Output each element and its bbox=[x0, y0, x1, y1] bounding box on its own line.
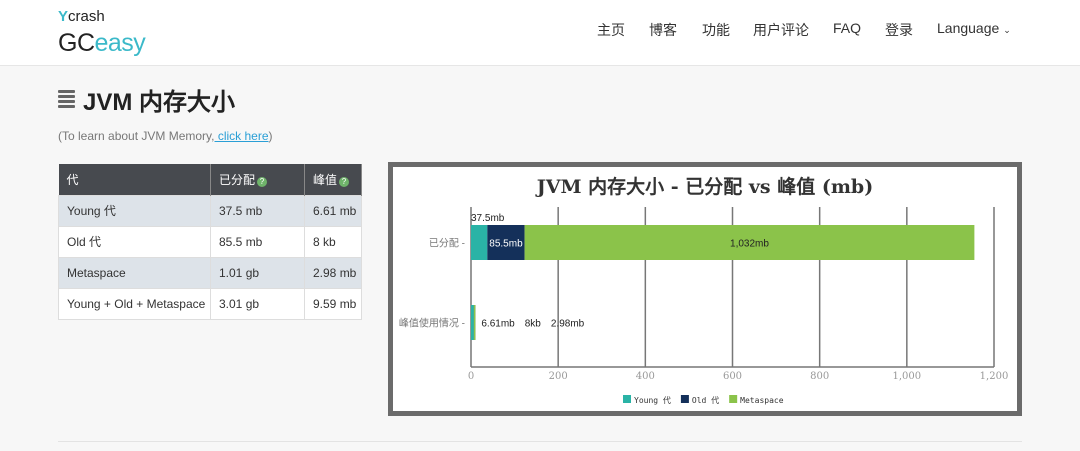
legend-swatch bbox=[729, 395, 738, 403]
data-label: 1,032mb bbox=[730, 239, 769, 250]
legend-swatch bbox=[680, 395, 689, 403]
x-tick-label: 400 bbox=[636, 371, 655, 382]
divider bbox=[58, 441, 1022, 442]
col-peak: 峰值? bbox=[304, 164, 362, 195]
gceasy-logo[interactable]: GCeasy bbox=[58, 29, 146, 57]
bar-metaspace bbox=[473, 305, 476, 340]
col-allocated: 已分配? bbox=[210, 164, 305, 195]
bar-old bbox=[487, 225, 525, 260]
bar-young bbox=[471, 305, 474, 340]
x-tick-label: 200 bbox=[549, 371, 568, 382]
nav-features[interactable]: 功能 bbox=[702, 22, 730, 38]
click-here-link[interactable]: click here bbox=[214, 129, 269, 143]
bar-metaspace bbox=[524, 225, 975, 260]
header: Ycrash GCeasy 主页 博客 功能 用户评论 FAQ 登录 Langu… bbox=[0, 0, 1080, 66]
col-gen: 代 bbox=[58, 164, 211, 195]
chart-title: JVM 内存大小 - 已分配 vs 峰值 (mb) bbox=[535, 175, 873, 198]
nav-faq[interactable]: FAQ bbox=[833, 20, 862, 36]
memory-chart: JVM 内存大小 - 已分配 vs 峰值 (mb) 0 200 400 600 800 1… bbox=[388, 162, 1022, 416]
nav-login[interactable]: 登录 bbox=[885, 22, 913, 38]
bar-young bbox=[471, 225, 488, 260]
memory-icon bbox=[58, 89, 75, 110]
table-header: 代 已分配? 峰值? bbox=[58, 164, 362, 195]
data-label: 2.98mb bbox=[551, 319, 585, 330]
page-title: JVM 内存大小 bbox=[58, 82, 235, 117]
legend-label: Metaspace bbox=[740, 396, 784, 405]
data-label: 85.5mb bbox=[489, 239, 523, 250]
nav-home[interactable]: 主页 bbox=[597, 22, 625, 38]
chevron-down-icon: ⌄ bbox=[1003, 25, 1011, 35]
learn-text: (To learn about JVM Memory, click here) bbox=[58, 129, 273, 143]
legend-swatch bbox=[623, 395, 631, 403]
legend-label: Old 代 bbox=[692, 395, 719, 405]
help-icon[interactable]: ? bbox=[339, 176, 350, 187]
nav-blog[interactable]: 博客 bbox=[649, 22, 677, 38]
help-icon[interactable]: ? bbox=[257, 176, 268, 187]
data-label: 6.61mb bbox=[481, 319, 515, 330]
nav-language[interactable]: Language ⌄ bbox=[937, 20, 1011, 36]
y-category-label: 已分配 - bbox=[429, 238, 465, 250]
legend-label: Young 代 bbox=[634, 395, 671, 405]
ycrash-logo[interactable]: Ycrash bbox=[58, 8, 105, 25]
x-tick-label: 1,000 bbox=[893, 371, 922, 382]
x-tick-label: 600 bbox=[723, 371, 742, 382]
x-tick-label: 1,200 bbox=[980, 371, 1009, 382]
x-tick-label: 800 bbox=[810, 371, 829, 382]
nav-reviews[interactable]: 用户评论 bbox=[753, 22, 809, 38]
data-label: 8kb bbox=[525, 319, 542, 330]
chart-svg: JVM 内存大小 - 已分配 vs 峰值 (mb) 0 200 400 600 800 1… bbox=[399, 175, 1009, 405]
y-category-label: 峰值使用情况 - bbox=[399, 317, 465, 330]
data-label: 37.5mb bbox=[471, 213, 505, 224]
x-tick-label: 0 bbox=[468, 371, 474, 382]
